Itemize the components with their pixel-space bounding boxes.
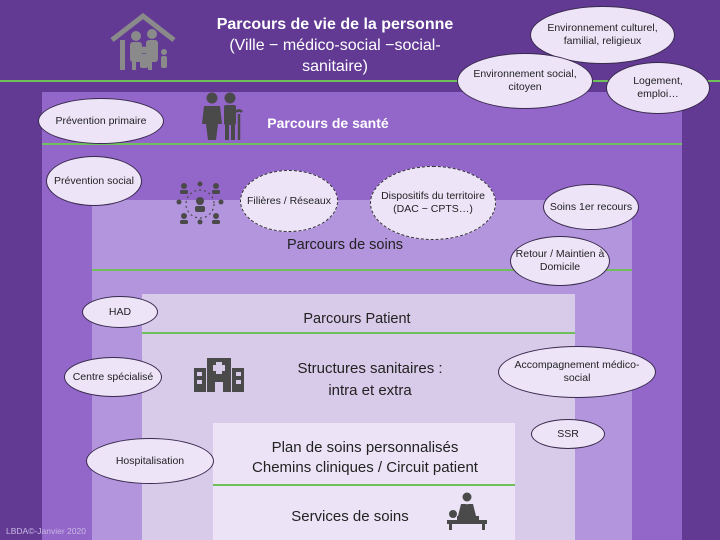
bubble-had: HAD (82, 296, 158, 328)
plan-line: Plan de soins personnalisés (271, 439, 459, 456)
label-parcours-de-sante: Parcours de santé (267, 115, 389, 131)
patient-care-icon (445, 492, 489, 530)
structures-line: intra et extra (328, 382, 412, 399)
subtitle-line: sanitaire) (302, 58, 368, 75)
hospital-icon (194, 354, 244, 392)
subtitle-line: (Ville − médico-social −social- (229, 37, 441, 54)
separator-line (142, 332, 575, 334)
bubble-environnement-culturel: Environnement culturel, familial, religi… (530, 6, 675, 64)
label-plan-de-soins: Plan de soins personnalisés Chemins clin… (215, 438, 515, 478)
bubble-environnement-social: Environnement social, citoyen (457, 53, 593, 109)
bubble-prevention-sociale: Prévention social (46, 156, 142, 206)
bubble-filieres-reseaux: Filières / Réseaux (240, 170, 338, 232)
bubble-soins-1er-recours: Soins 1er recours (543, 184, 639, 230)
plan-line: Chemins cliniques / Circuit patient (252, 459, 478, 476)
bubble-centre-specialise: Centre spécialisé (64, 357, 162, 397)
bubble-logement-text: emploi… (637, 88, 679, 100)
title-text: Parcours de vie de la personne (216, 16, 454, 33)
separator-line (0, 80, 720, 82)
bubble-prevention-primaire: Prévention primaire (38, 98, 164, 144)
separator-line (42, 143, 682, 145)
bubble-logement: Logement,emploi… (606, 62, 710, 114)
label-structures-sanitaires: Structures sanitaires : intra et extra (270, 358, 470, 402)
label-parcours-patient: Parcours Patient (303, 311, 411, 327)
label-services-de-soins: Services de soins (291, 508, 409, 525)
footer-copyright: LBDA©-Janvier 2020 (6, 526, 86, 536)
bubble-dispositifs-text: Dispositifs du territoire (DAC − CPTS (381, 190, 485, 215)
family-home-icon (108, 12, 178, 72)
bubble-dispositifs-territoire: Dispositifs du territoire (DAC − CPTS…) (370, 166, 496, 240)
label-parcours-de-soins: Parcours de soins (286, 237, 404, 253)
separator-line (92, 269, 632, 271)
bubble-accompagnement: Accompagnement médico-social (498, 346, 656, 398)
bubble-logement-text: Logement, (633, 75, 683, 87)
bubble-hospitalisation: Hospitalisation (86, 438, 214, 484)
bubble-ssr: SSR (531, 419, 605, 449)
structures-line: Structures sanitaires : (297, 360, 443, 377)
bubble-dispositifs-text: …) (458, 203, 473, 215)
bubble-retour-domicile: Retour / Maintien à Domicile (510, 236, 610, 286)
network-people-icon (176, 180, 224, 228)
elderly-couple-icon (196, 90, 248, 142)
separator-line (213, 484, 515, 486)
page-title: Parcours de vie de la personne (Ville − … (200, 14, 470, 77)
